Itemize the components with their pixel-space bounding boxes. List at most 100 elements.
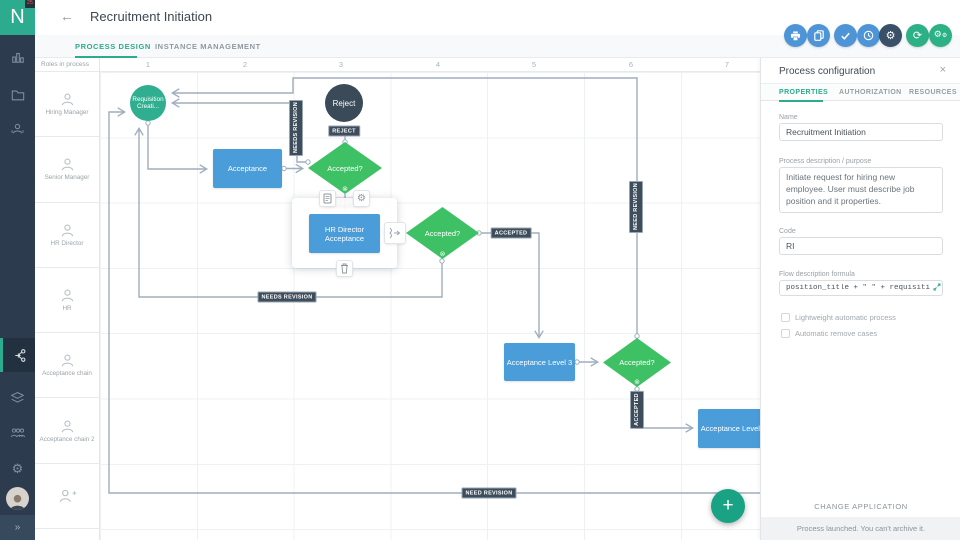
gateway-x-icon: ⊗	[439, 250, 446, 258]
gateway-x-icon: ⊗	[342, 185, 348, 193]
lane-label: Hiring Manager	[45, 109, 89, 117]
sidebar-settings-icon[interactable]: ⚙	[11, 461, 24, 477]
layers-icon[interactable]	[0, 380, 35, 414]
team-icon[interactable]	[0, 416, 35, 450]
history-button[interactable]	[857, 24, 880, 47]
change-application-button[interactable]: CHANGE APPLICATION	[814, 502, 908, 511]
gateway-label: Accepted?	[619, 358, 655, 367]
roles-column: Roles in process Hiring Manager Senior M…	[35, 58, 100, 540]
lane-acceptance-chain-2[interactable]: Acceptance chain 2	[35, 398, 99, 464]
person-icon	[61, 354, 73, 367]
formula-label: Flow description formula	[779, 271, 855, 278]
node-acceptance[interactable]: Acceptance	[213, 149, 282, 188]
close-icon[interactable]: ×	[939, 64, 946, 76]
tab-resources[interactable]: RESOURCES	[909, 89, 957, 96]
ruler-number: 6	[628, 60, 634, 69]
person-icon	[61, 158, 73, 171]
connector-icon[interactable]	[384, 222, 406, 244]
person-icon	[61, 289, 73, 302]
roles-header: Roles in process	[35, 58, 99, 72]
tab-properties[interactable]: PROPERTIES	[779, 89, 829, 96]
panel-footer-note: Process launched. You can't archive it.	[761, 517, 960, 540]
node-hr-director-acceptance[interactable]: HR Director Acceptance	[309, 214, 380, 253]
ruler-number: 1	[145, 60, 151, 69]
person-icon	[61, 93, 73, 106]
org-users-icon[interactable]	[0, 112, 35, 146]
ruler-number: 4	[435, 60, 441, 69]
header: ← Recruitment Initiation	[35, 0, 960, 35]
ruler-number: 5	[531, 60, 537, 69]
lightweight-checkbox[interactable]	[781, 313, 790, 322]
lane-label: HR	[62, 305, 72, 313]
logo-letter: N	[10, 6, 25, 28]
user-avatar[interactable]	[6, 487, 29, 510]
code-input[interactable]	[779, 237, 943, 255]
tab-authorization[interactable]: AUTHORIZATION	[839, 89, 902, 96]
code-label: Code	[779, 228, 796, 235]
analytics-icon[interactable]	[0, 40, 35, 74]
app-sidebar: N 25 ⚙ »	[0, 0, 35, 540]
name-label: Name	[779, 114, 798, 121]
name-input[interactable]	[779, 123, 943, 141]
lane-label: Senior Manager	[44, 174, 90, 182]
canvas-ruler: 1 2 3 4 5 6 7	[100, 58, 960, 72]
person-icon	[61, 224, 73, 237]
ruler-number: 3	[338, 60, 344, 69]
lane-hiring-manager[interactable]: Hiring Manager	[35, 72, 99, 138]
approve-button[interactable]	[834, 24, 857, 47]
form-settings-icon[interactable]	[319, 190, 336, 207]
ruler-number: 7	[724, 60, 730, 69]
app-logo[interactable]: N 25	[0, 0, 35, 35]
panel-tabs: PROPERTIES AUTHORIZATION RESOURCES	[761, 83, 960, 102]
tab-instance-management[interactable]: INSTANCE MANAGEMENT	[155, 42, 261, 51]
print-button[interactable]	[784, 24, 807, 47]
copy-button[interactable]	[807, 24, 830, 47]
refresh-button[interactable]: ⟳	[906, 24, 929, 47]
back-arrow-icon[interactable]: ←	[60, 8, 74, 24]
edge-label-need-revision[interactable]: NEED REVISION	[461, 487, 517, 499]
lane-hr-director[interactable]: HR Director	[35, 203, 99, 268]
active-panel-tab-underline	[779, 100, 823, 102]
gateway-label: Accepted?	[327, 163, 363, 173]
description-textarea[interactable]: Initiate request for hiring new employee…	[779, 167, 943, 213]
edge-label-accepted-vertical[interactable]: ACCEPTED	[630, 391, 644, 429]
node-acceptance-level-4[interactable]: Acceptance Level 4	[698, 409, 769, 448]
lightweight-checkbox-label: Lightweight automatic process	[795, 313, 896, 322]
lane-acceptance-chain[interactable]: Acceptance chain	[35, 333, 99, 399]
collapse-sidebar-button[interactable]: »	[0, 515, 35, 540]
lane-label: Acceptance chain	[42, 370, 92, 378]
expand-formula-icon[interactable]	[933, 283, 941, 291]
add-person-icon	[59, 489, 76, 503]
lane-senior-manager[interactable]: Senior Manager	[35, 137, 99, 203]
gear-icon[interactable]: ⚙	[353, 190, 370, 207]
person-icon	[61, 420, 73, 433]
add-role-button[interactable]	[35, 464, 99, 530]
trash-icon[interactable]	[336, 260, 353, 277]
edge-label-needs-revision-vertical[interactable]: NEEDS REVISION	[289, 100, 303, 156]
process-flow-icon[interactable]	[0, 338, 35, 372]
node-end-reject[interactable]: Reject	[325, 84, 363, 122]
lane-label: HR Director	[50, 239, 84, 247]
formula-input[interactable]	[779, 280, 943, 296]
add-node-button[interactable]: +	[711, 489, 745, 523]
main-tab-bar: PROCESS DESIGN INSTANCE MANAGEMENT	[35, 35, 960, 58]
node-acceptance-level-3[interactable]: Acceptance Level 3	[504, 343, 575, 381]
edge-label-need-revision-vertical[interactable]: NEED REVISION	[629, 181, 643, 233]
lane-hr[interactable]: HR	[35, 268, 99, 334]
description-label: Process description / purpose	[779, 158, 872, 165]
panel-title: Process configuration	[779, 66, 876, 77]
edge-label-reject[interactable]: REJECT	[328, 125, 360, 137]
node-start-requisition[interactable]: Requisition Creati...	[130, 85, 166, 121]
process-configuration-panel: Process configuration × PROPERTIES AUTHO…	[760, 58, 960, 540]
edge-label-accepted[interactable]: ACCEPTED	[490, 227, 532, 239]
automation-button[interactable]: ⚙⚙	[929, 24, 952, 47]
ruler-number: 2	[242, 60, 248, 69]
auto-remove-checkbox[interactable]	[781, 329, 790, 338]
gateway-x-icon: ⊗	[634, 378, 640, 386]
notification-badge: 25	[24, 0, 35, 8]
tab-process-design[interactable]: PROCESS DESIGN	[75, 42, 151, 51]
folder-icon[interactable]	[0, 78, 35, 112]
settings-button[interactable]: ⚙	[879, 24, 902, 47]
edge-label-needs-revision[interactable]: NEEDS REVISION	[257, 291, 317, 303]
